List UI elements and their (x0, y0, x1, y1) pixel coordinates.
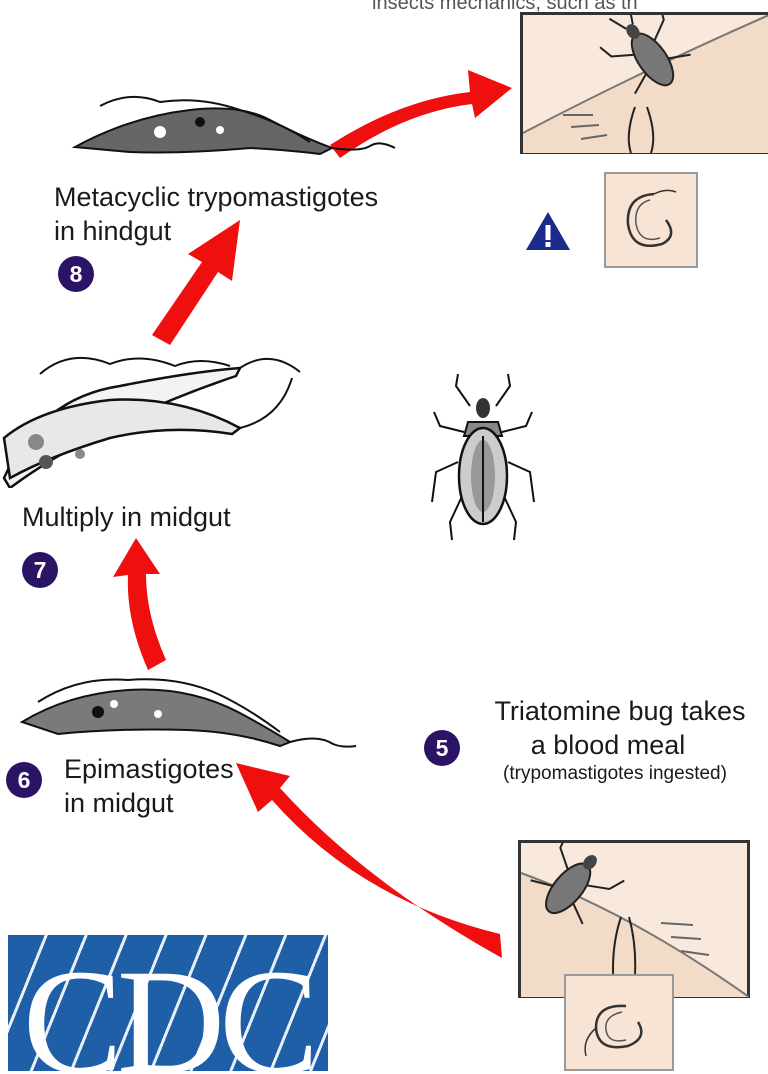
warning-icon (524, 210, 572, 252)
step-7-label-line-1: Multiply in midgut (22, 500, 231, 534)
step-8-label: Metacyclic trypomastigotes in hindgut (54, 180, 378, 248)
arrow-5-to-6 (236, 763, 502, 958)
step-8-label-line-2: in hindgut (54, 214, 378, 248)
step-7-label: Multiply in midgut (22, 500, 231, 534)
epimastigote-icon (18, 672, 358, 752)
triatomine-bug-icon (428, 372, 538, 542)
trypomastigote-icon (606, 174, 696, 266)
step-5-label: Triatomine bug takes a blood meal (trypo… (460, 694, 768, 786)
step-5-label-line-2: a blood meal (446, 728, 768, 762)
dividing-epimastigote-icon (0, 338, 310, 488)
skin-bite-icon (523, 15, 768, 153)
cdc-logo: CDC (8, 935, 328, 1071)
trypomastigote-inset-bottom (564, 974, 674, 1071)
step-5-note: (trypomastigotes ingested) (460, 762, 768, 786)
step-6-label-line-2: in midgut (64, 786, 234, 820)
trypomastigote-inset-top (604, 172, 698, 268)
cdc-logo-text: CDC (8, 947, 328, 1071)
step-6-badge: 6 (6, 762, 42, 798)
trypomastigote-icon-bottom (566, 976, 672, 1069)
step-6-label-line-1: Epimastigotes (64, 752, 234, 786)
step-5-label-line-1: Triatomine bug takes (460, 694, 768, 728)
arrow-6-to-7 (113, 538, 166, 670)
metacyclic-trypomastigote-icon (70, 92, 400, 172)
step-8-badge: 8 (58, 256, 94, 292)
step-6-label: Epimastigotes in midgut (64, 752, 234, 820)
step-5-badge: 5 (424, 730, 460, 766)
step-8-label-line-1: Metacyclic trypomastigotes (54, 180, 378, 214)
bite-box-top (520, 12, 768, 154)
step-7-badge: 7 (22, 552, 58, 588)
